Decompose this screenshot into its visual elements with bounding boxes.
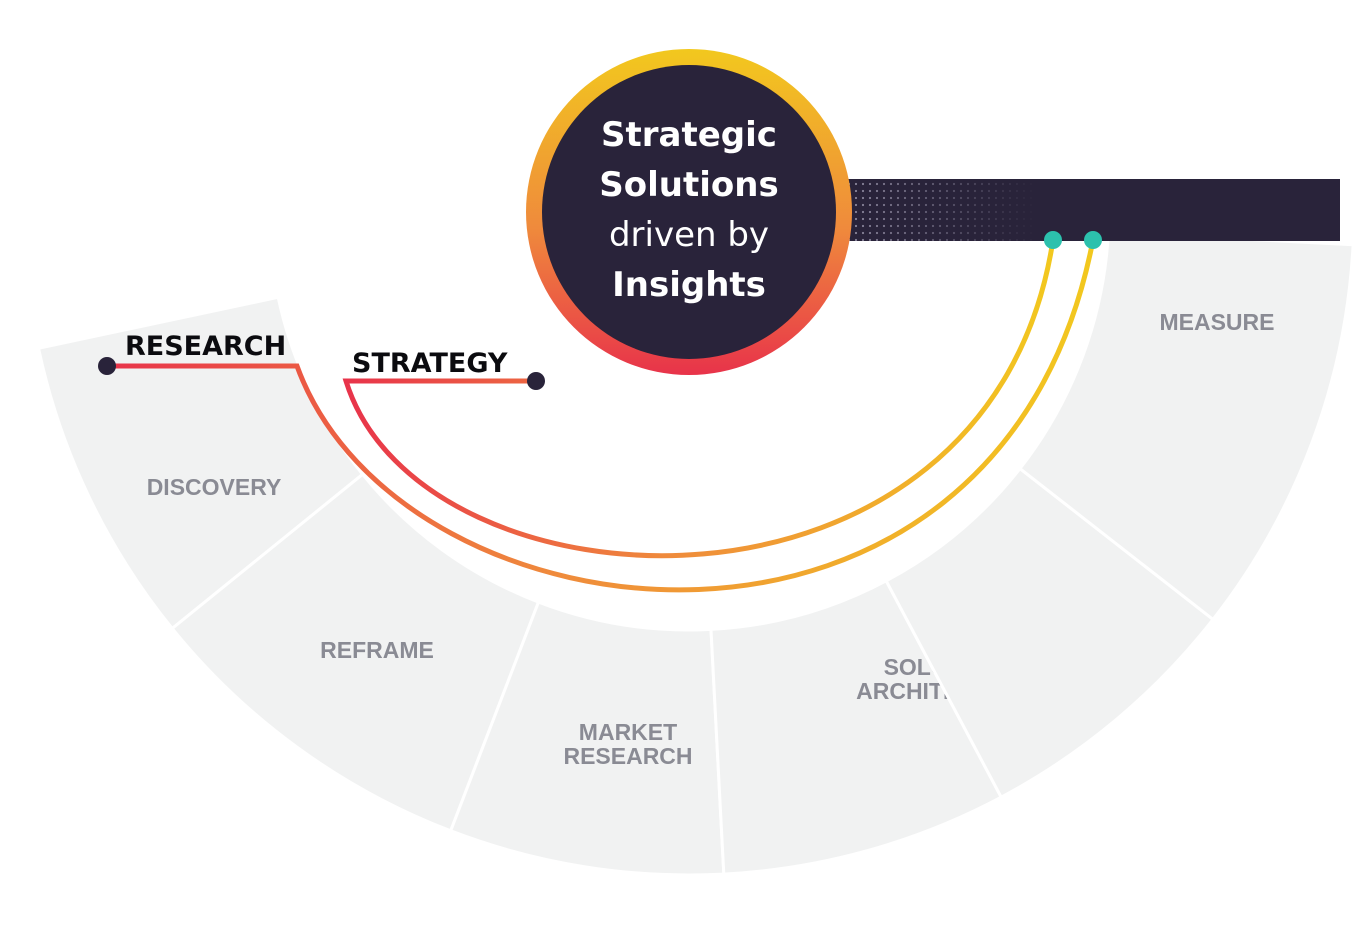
center-title-line1: Strategic xyxy=(601,115,777,155)
research-end-dot xyxy=(1084,231,1102,249)
segment-label-line2: RESEARCH xyxy=(563,743,692,769)
center-title-line4: Insights xyxy=(612,265,766,305)
segment-label-line1: MEASURE xyxy=(1159,309,1274,335)
center-title-line3: driven by xyxy=(609,215,769,255)
dot-texture xyxy=(848,179,1038,241)
strategy-end-dot xyxy=(1044,231,1062,249)
strategy-start-dot xyxy=(527,372,545,390)
research-start-dot xyxy=(98,357,116,375)
segment-label-line1: MARKET xyxy=(579,719,677,745)
strategy-path xyxy=(342,239,1056,559)
strategy-label: STRATEGY xyxy=(352,348,508,379)
segment-ring: DISCOVERYREFRAMEMARKETRESEARCHSOLUTIONAR… xyxy=(36,230,1355,877)
center-disc xyxy=(542,65,836,359)
research-path xyxy=(107,239,1096,593)
research-label: RESEARCH xyxy=(125,331,286,362)
center-title-line2: Solutions xyxy=(599,165,778,205)
segment-label-line1: DISCOVERY xyxy=(147,474,282,500)
segment-label-line1: REFRAME xyxy=(320,637,434,663)
segment-6 xyxy=(1017,230,1355,622)
